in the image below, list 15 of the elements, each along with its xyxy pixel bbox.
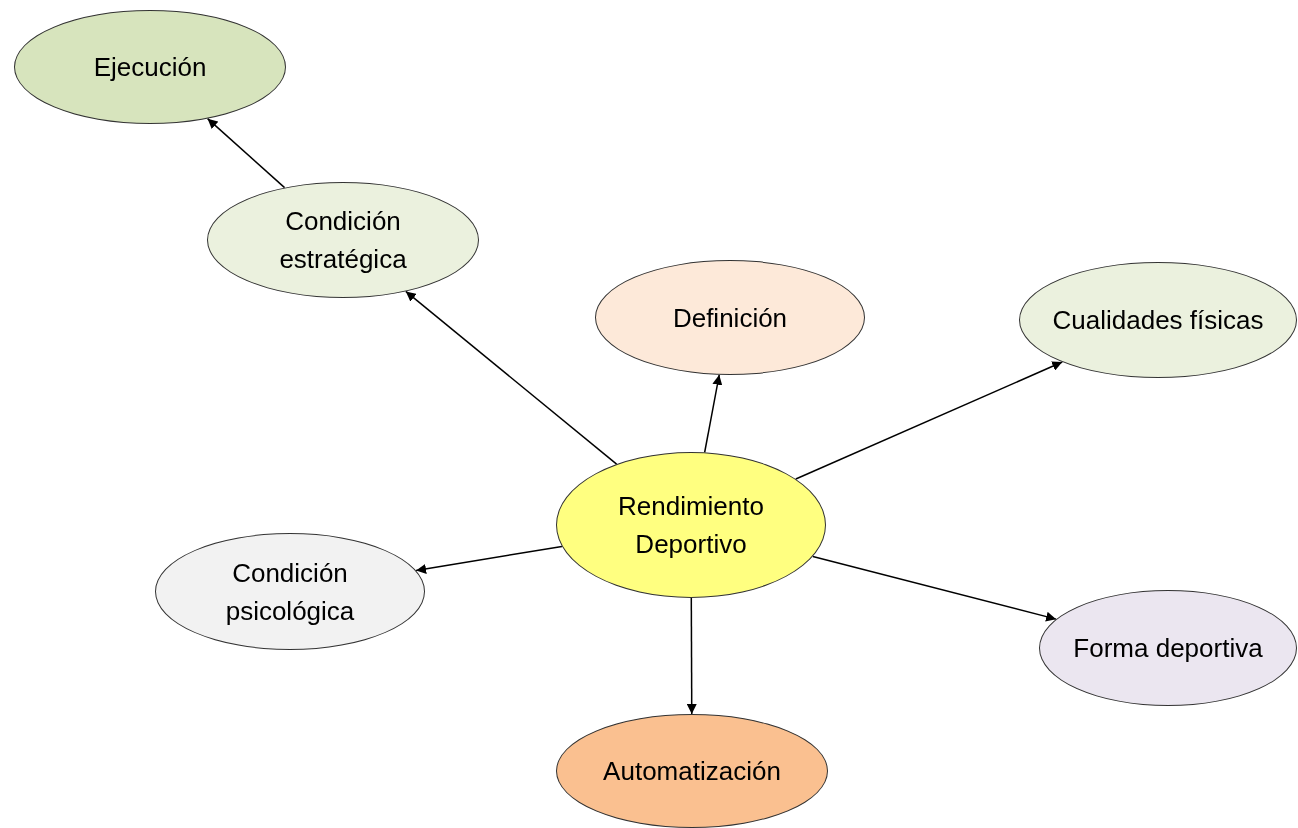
node-label: Forma deportiva: [1073, 632, 1263, 665]
node-label: Rendimiento Deportivo: [617, 490, 765, 561]
node-label: Automatización: [603, 755, 781, 788]
arrow: [415, 545, 563, 574]
node-label: Definición: [672, 301, 788, 335]
arrow: [703, 374, 723, 454]
node-label: Ejecución: [93, 51, 207, 84]
arrow: [812, 555, 1057, 622]
node-label: Condición psicológica: [224, 556, 356, 628]
arrow: [206, 117, 286, 189]
arrow: [686, 597, 697, 715]
arrow: [405, 290, 618, 465]
node-label: Cualidades físicas: [1052, 304, 1264, 337]
node-label: Condición estratégica: [278, 205, 408, 276]
arrow: [795, 361, 1063, 480]
